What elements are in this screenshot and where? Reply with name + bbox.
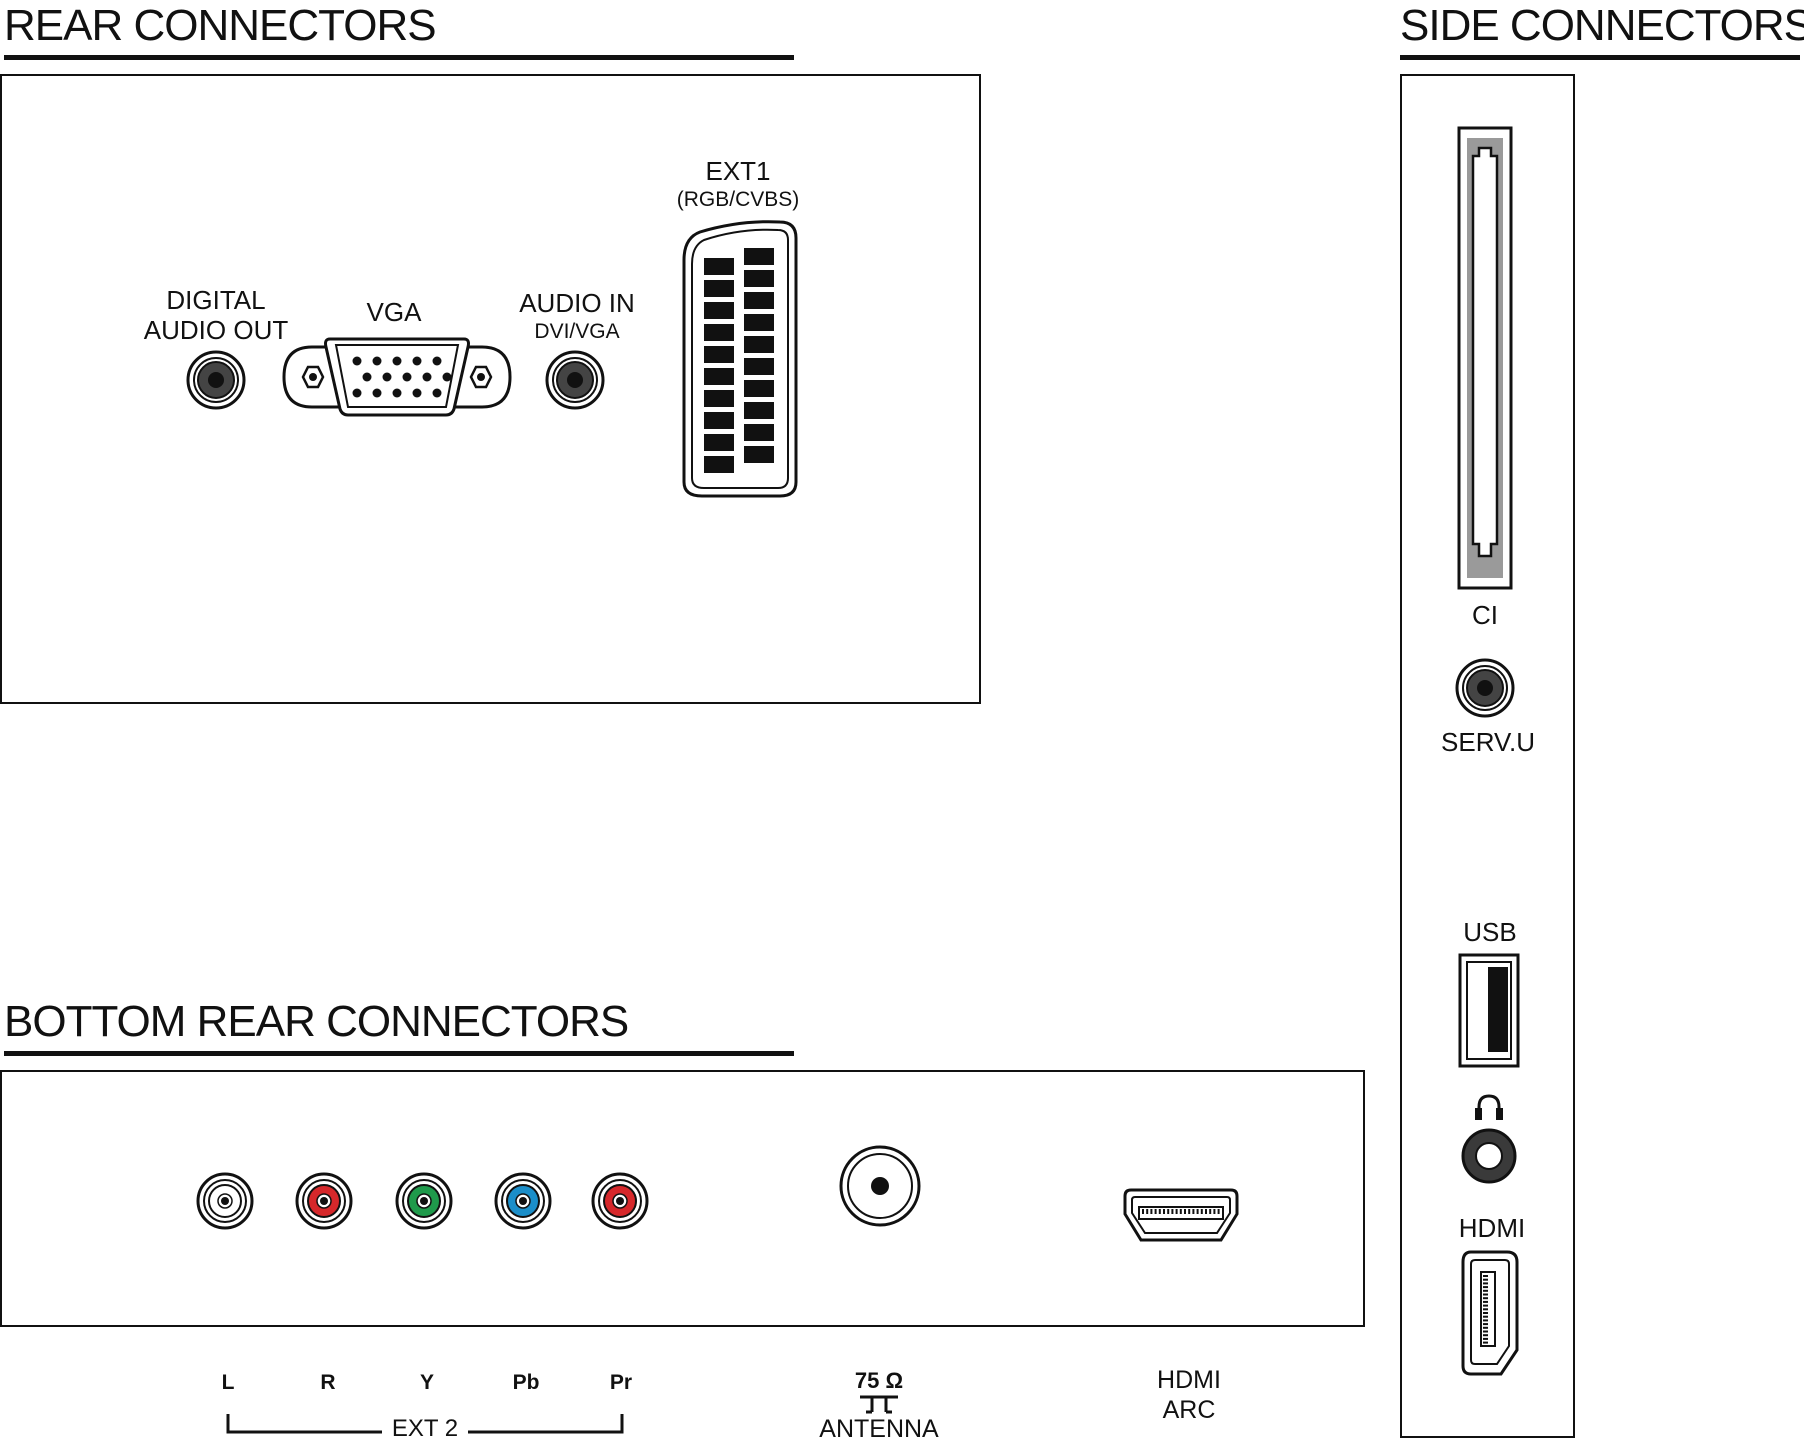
rca-label-pr: Pr	[609, 1371, 633, 1394]
antenna-symbol-icon	[860, 1395, 898, 1414]
rear-heading-underline	[4, 55, 794, 60]
serv-u-label: SERV.U	[1441, 727, 1535, 757]
bottom-rear-connectors-heading: BOTTOM REAR CONNECTORS	[4, 997, 629, 1046]
rca-label-y: Y	[419, 1371, 435, 1394]
ext1-label: EXT1	[705, 156, 771, 186]
antenna-value-label: 75 Ω	[854, 1368, 904, 1393]
ext1-sublabel: (RGB/CVBS)	[676, 188, 800, 211]
digital-audio-out-jack[interactable]	[186, 350, 246, 410]
rear-connectors-heading: REAR CONNECTORS	[4, 1, 437, 50]
ci-slot[interactable]	[1457, 126, 1513, 590]
headphones-jack[interactable]	[1461, 1128, 1517, 1184]
vga-label: VGA	[366, 297, 422, 327]
rca-label-l: L	[221, 1371, 235, 1394]
vga-port[interactable]	[282, 335, 512, 420]
rca-jack-y[interactable]	[395, 1172, 453, 1230]
side-connectors-heading: SIDE CONNECTORS	[1400, 1, 1804, 50]
side-heading-underline	[1400, 55, 1800, 60]
headphones-icon	[1475, 1094, 1503, 1120]
ci-label: CI	[1472, 600, 1498, 630]
ext1-scart-port[interactable]	[680, 220, 800, 500]
serv-u-jack[interactable]	[1455, 658, 1515, 718]
digital-audio-out-label: DIGITAL AUDIO OUT	[143, 285, 289, 345]
rca-jack-r[interactable]	[295, 1172, 353, 1230]
bottom-heading-underline	[4, 1051, 794, 1056]
audio-in-label: AUDIO IN	[519, 288, 635, 318]
rca-jack-pb[interactable]	[494, 1172, 552, 1230]
usb-port[interactable]	[1458, 953, 1520, 1068]
ext2-label: EXT 2	[391, 1415, 459, 1442]
rca-jack-pr[interactable]	[591, 1172, 649, 1230]
side-hdmi-port[interactable]	[1461, 1250, 1519, 1378]
rca-label-pb: Pb	[512, 1371, 540, 1394]
audio-in-jack[interactable]	[545, 350, 605, 410]
rca-label-r: R	[320, 1371, 336, 1394]
hdmi-arc-label: HDMI ARC	[1157, 1366, 1221, 1424]
hdmi-arc-port[interactable]	[1123, 1188, 1239, 1242]
rca-jack-l[interactable]	[196, 1172, 254, 1230]
antenna-label: ANTENNA	[819, 1415, 939, 1443]
antenna-port[interactable]	[839, 1145, 921, 1227]
ext2-bracket	[226, 1414, 624, 1434]
side-hdmi-label: HDMI	[1458, 1213, 1526, 1243]
audio-in-sublabel: DVI/VGA	[534, 320, 620, 343]
usb-label: USB	[1463, 917, 1517, 947]
